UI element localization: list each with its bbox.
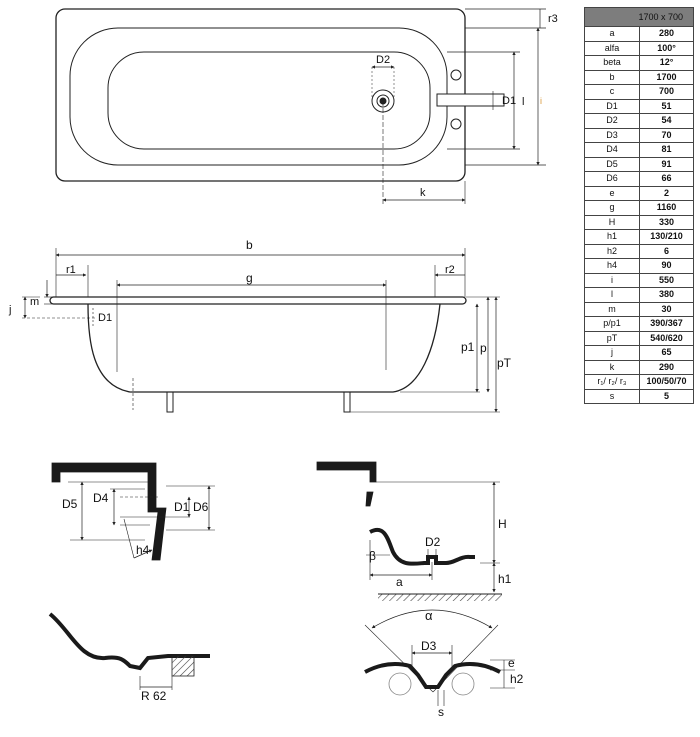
dim-label-top-k: k [420, 187, 426, 199]
floor-hatch [378, 594, 502, 601]
dim-label-p1: p1 [461, 340, 475, 354]
tap-hole-lower [450, 118, 462, 130]
dim-label-top-l: l [522, 96, 524, 108]
radius-section-profile [48, 612, 210, 671]
dim-label-p: p [480, 341, 487, 355]
drain-ring-left [388, 672, 412, 696]
tub-basin [107, 51, 431, 150]
det1-label-h4: h4 [136, 543, 150, 557]
det2-label-a: a [396, 575, 403, 589]
dim-label-r2: r2 [445, 264, 455, 276]
detail-drain-angle [364, 609, 515, 706]
det2-label-H: H [498, 517, 507, 531]
dim-label-g: g [246, 271, 253, 285]
det4-label-s: s [438, 705, 444, 719]
tub-leg-right [343, 391, 351, 413]
detail-depth [316, 461, 502, 601]
drain-inner [376, 94, 390, 108]
det2-label-h1: h1 [498, 572, 512, 586]
dim-label-j: j [8, 304, 11, 316]
wall-fragment [365, 491, 374, 507]
detail-overflow [51, 462, 215, 561]
det4-label-e: e [508, 656, 515, 670]
radius-hatch-block [171, 655, 195, 677]
dim-label-side-D1: D1 [98, 312, 112, 324]
det1-label-D6: D6 [193, 500, 209, 514]
det3-label-R62: R 62 [141, 689, 167, 703]
tap-hole-upper [450, 69, 462, 81]
table-header-row: 1700 x 700 [584, 7, 694, 27]
dim-label-pT: pT [497, 356, 512, 370]
dim-label-b: b [246, 238, 253, 252]
dim-label-r1: r1 [66, 264, 76, 276]
tub-rim-profile [49, 296, 467, 305]
overflow-pipe [436, 93, 505, 107]
det4-label-alpha: α [425, 608, 433, 623]
det2-label-D2: D2 [425, 535, 441, 549]
dim-label-top-i: i [540, 96, 542, 106]
table-header: 1700 x 700 [584, 7, 694, 27]
dim-label-top-D1: D1 [502, 95, 516, 107]
side-view [22, 248, 500, 413]
dim-label-m: m [30, 296, 39, 308]
det1-label-D1: D1 [174, 500, 190, 514]
tub-body-profile [87, 303, 441, 393]
drain-ring-right [451, 672, 475, 696]
bottom-section-profile [369, 528, 475, 566]
overflow-section-profile [51, 462, 167, 561]
tub-leg-left [166, 391, 174, 413]
dim-label-r3: r3 [548, 13, 558, 25]
det2-label-beta: β [369, 549, 376, 563]
drain-section-profile [364, 662, 501, 689]
tub-outer-rim [55, 8, 466, 182]
det4-label-D3: D3 [421, 639, 437, 653]
detail-radius [48, 612, 210, 690]
dim-label-top-D2: D2 [376, 54, 390, 66]
rim-section-profile [316, 461, 377, 483]
angle-arc [371, 609, 493, 629]
top-view [55, 8, 546, 204]
det1-label-D5: D5 [62, 497, 78, 511]
det4-label-h2: h2 [510, 672, 524, 686]
det1-label-D4: D4 [93, 491, 109, 505]
